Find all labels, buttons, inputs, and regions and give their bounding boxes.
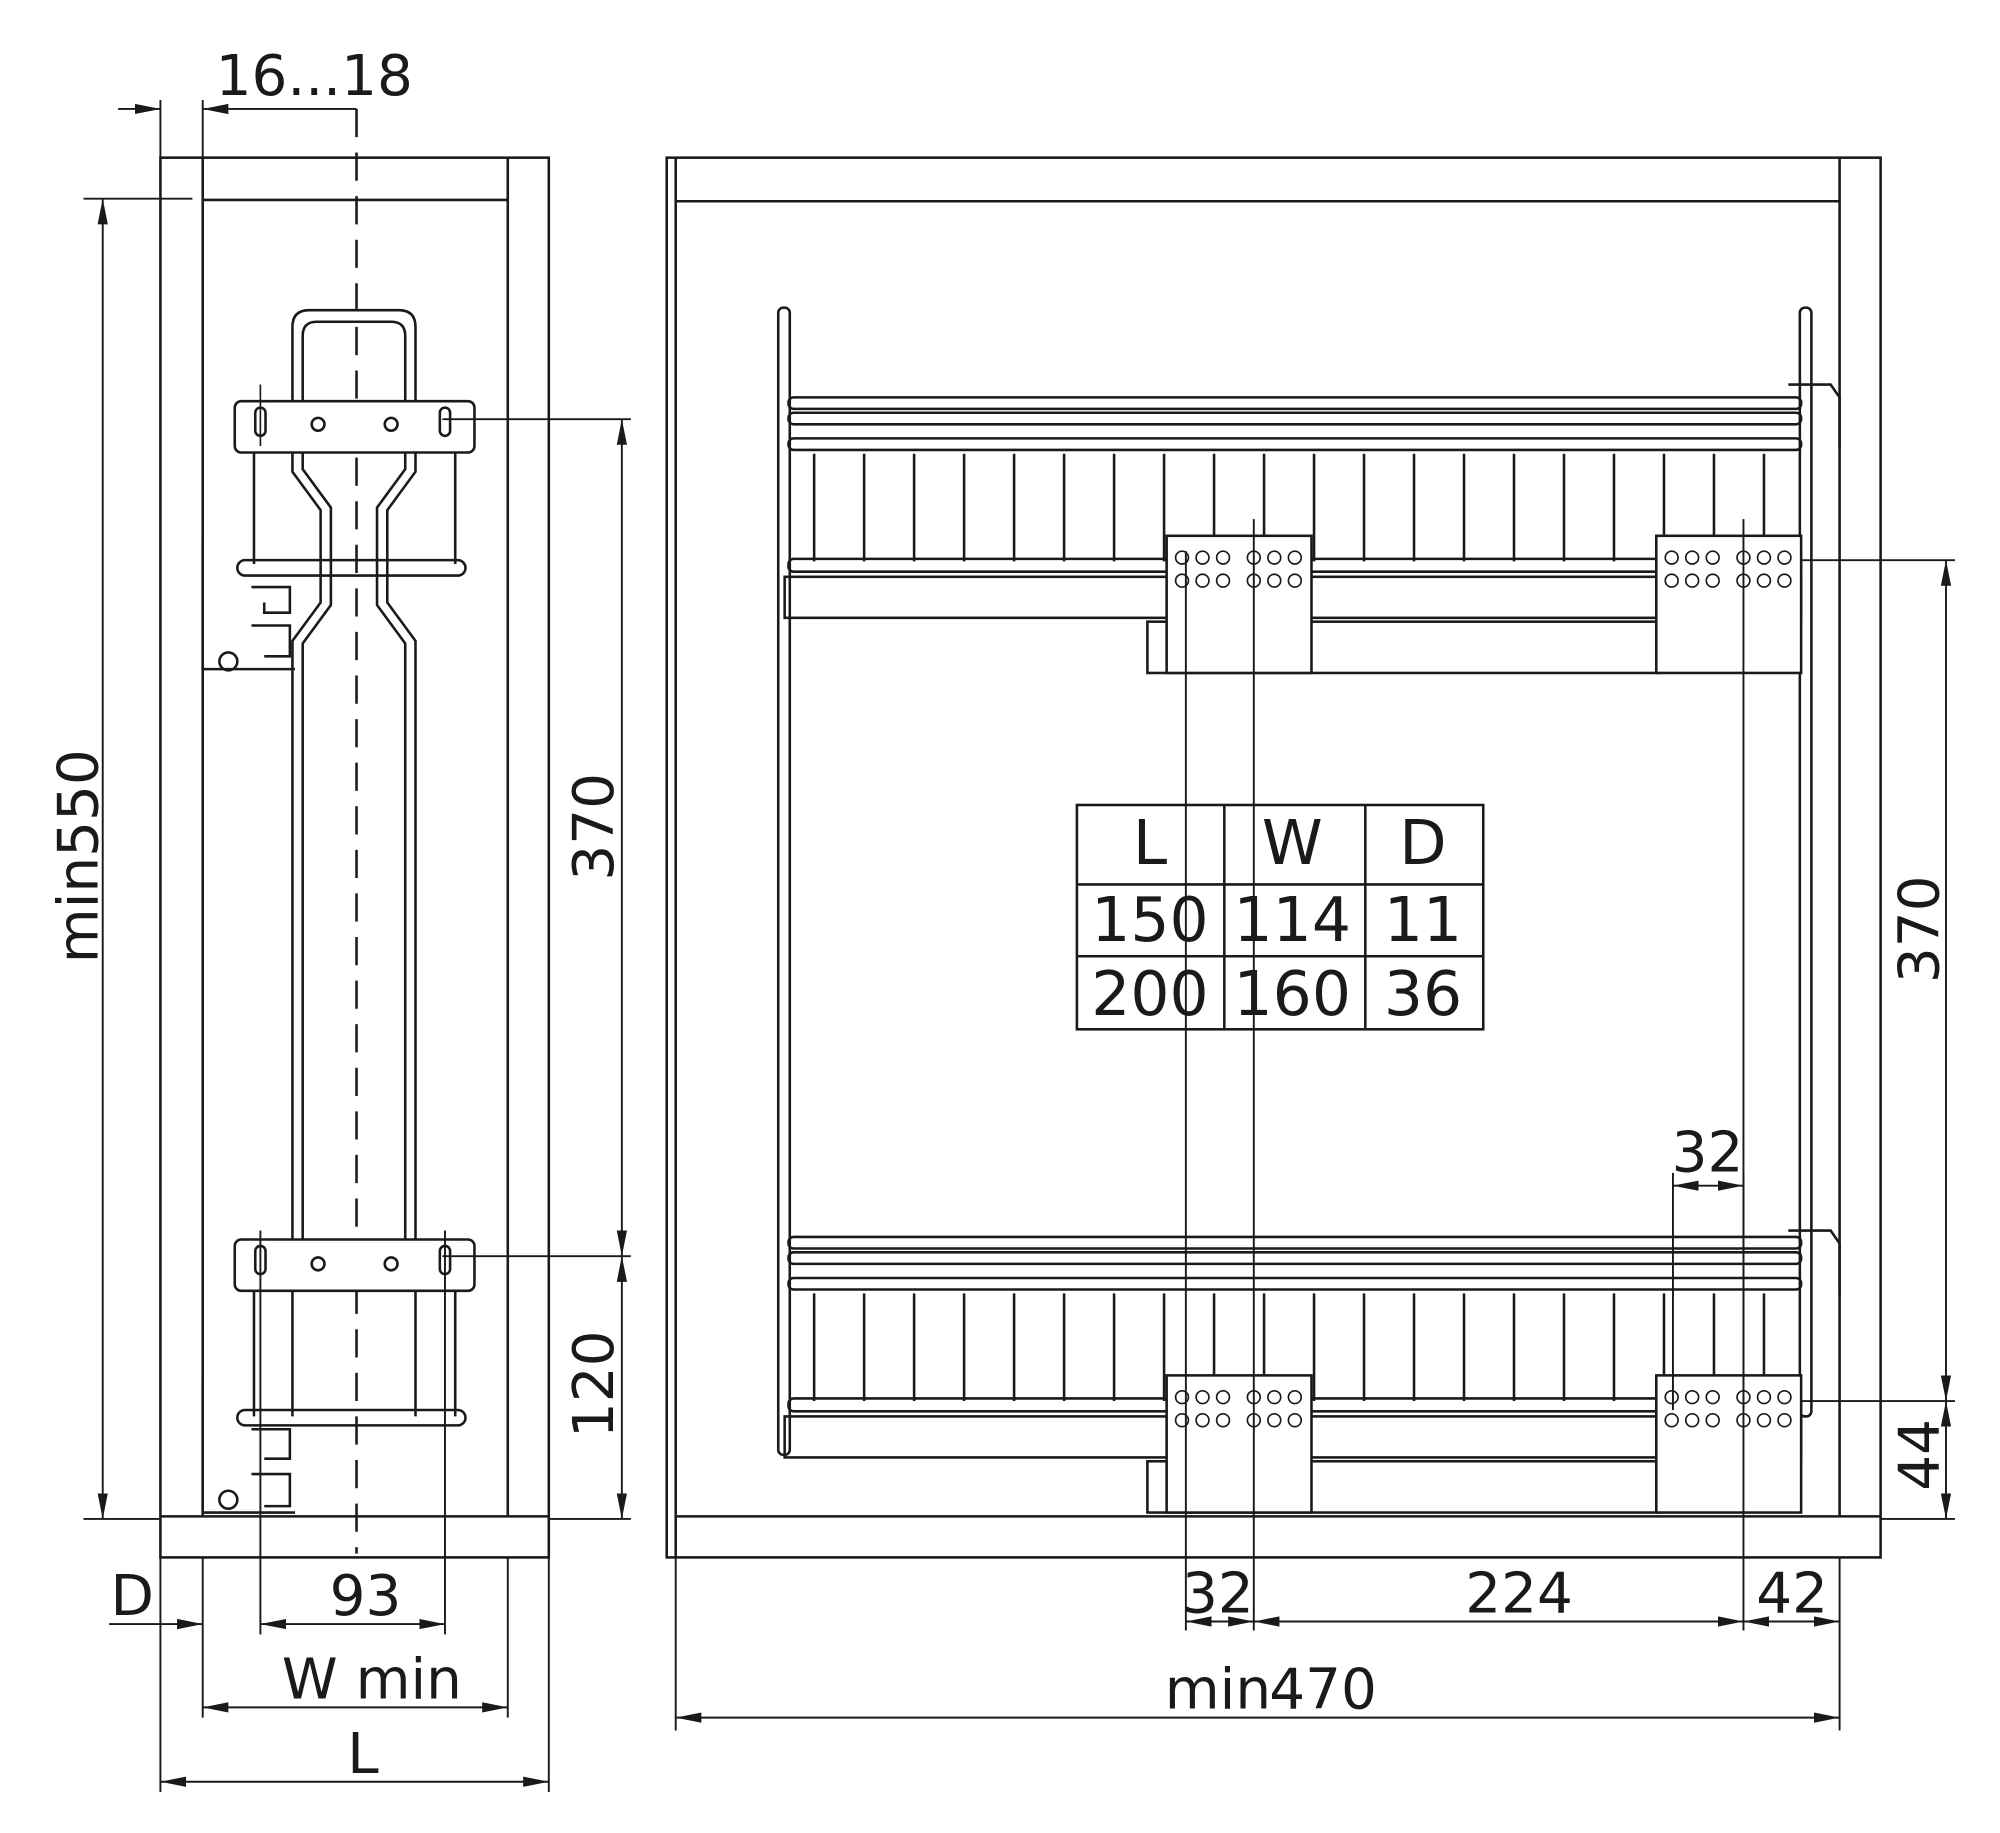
mount-hole — [1195, 1389, 1210, 1405]
mount-hole — [1684, 573, 1700, 588]
mount-hole — [1195, 573, 1210, 588]
dim-height: min550 — [47, 197, 193, 1520]
mount-hole — [1684, 1389, 1700, 1405]
mount-hole — [1287, 573, 1303, 588]
dim-label: 370 — [1887, 875, 1952, 983]
mount-hole — [1215, 1389, 1231, 1405]
mount-hole — [1664, 573, 1679, 588]
mount-hole — [1777, 1413, 1792, 1428]
size-table: L W D 150 114 11 200 160 36 — [1075, 803, 1485, 1031]
basket-rail — [787, 396, 1803, 411]
mount-block — [1165, 534, 1313, 675]
dim-label: D — [110, 1564, 153, 1629]
mount-hole — [1684, 1413, 1700, 1428]
mount-hole — [1287, 1389, 1303, 1405]
mount-hole — [1684, 550, 1700, 565]
mount-hole — [1174, 1389, 1190, 1405]
dim-panel-thickness: 16...18 — [118, 44, 413, 158]
mount-block — [1655, 1374, 1803, 1514]
dim-label: 32 — [1672, 1121, 1744, 1186]
mount-hole — [1756, 1389, 1772, 1405]
mount-hole — [1664, 550, 1679, 565]
basket-upper — [783, 396, 1803, 675]
mount-block — [1655, 534, 1803, 675]
mount-hole — [1664, 1413, 1679, 1428]
basket-rail — [787, 437, 1803, 452]
dim-label: 16...18 — [216, 44, 413, 109]
table-cell: 114 — [1234, 884, 1351, 956]
table-cell: 11 — [1384, 884, 1462, 956]
dim-label: 44 — [1887, 1419, 1952, 1491]
mount-hole — [1287, 550, 1303, 565]
mount-hole — [1705, 550, 1720, 565]
dim-label: 370 — [562, 773, 627, 881]
mount-hole — [1756, 550, 1772, 565]
mount-hole — [1215, 573, 1231, 588]
mount-block — [1165, 1374, 1313, 1514]
mount-hole — [1777, 550, 1792, 565]
dim-hole-pitch-top: 32 — [1672, 1121, 1745, 1410]
mount-hole — [1777, 1389, 1792, 1405]
mount-hole — [1664, 1389, 1679, 1405]
dim-bottom-front: 32 224 42 min 470 — [674, 519, 1841, 1731]
mount-hole — [1174, 573, 1190, 588]
table-cell: 160 — [1234, 958, 1351, 1030]
side-basket — [201, 308, 476, 1514]
dim-mount-spacing-front: 370 44 — [1801, 559, 1955, 1520]
basket-rail — [787, 411, 1803, 426]
mount-hole — [1705, 1389, 1720, 1405]
dim-label: 32 — [1182, 1562, 1254, 1627]
mount-hole — [1174, 1413, 1190, 1428]
table-header: W — [1262, 807, 1323, 879]
mount-hole — [1267, 1389, 1282, 1405]
basket-rail — [787, 1235, 1803, 1250]
dim-label: 120 — [562, 1331, 627, 1439]
mount-bracket-bottom — [233, 1238, 476, 1293]
mount-bracket-top — [233, 399, 476, 454]
dim-mount-spacing-side: 370 120 — [442, 418, 631, 1520]
dim-label: 224 — [1465, 1562, 1573, 1627]
mount-hole — [1195, 550, 1210, 565]
side-view: 16...18 min550 370 120 D 93 W min — [47, 44, 631, 1792]
basket-rail — [787, 1276, 1803, 1291]
mount-hole — [1777, 573, 1792, 588]
basket-posts — [776, 306, 1841, 1457]
mount-hole — [1705, 1413, 1720, 1428]
mount-hole — [1267, 550, 1282, 565]
table-cell: 200 — [1091, 958, 1208, 1030]
front-cabinet — [665, 156, 1882, 1559]
dim-label: min550 — [47, 749, 112, 963]
mount-hole — [1756, 1413, 1772, 1428]
dim-label: 470 — [1269, 1658, 1377, 1723]
basket-rail — [787, 1251, 1803, 1266]
mount-hole — [1756, 573, 1772, 588]
mount-hole — [1215, 550, 1231, 565]
mount-hole — [1287, 1413, 1303, 1428]
table-header: D — [1399, 807, 1446, 879]
mount-hole — [1267, 1413, 1282, 1428]
dim-bottom-side: D 93 W min L — [109, 1230, 550, 1792]
dim-label: W min — [282, 1647, 462, 1712]
table-cell: 150 — [1091, 884, 1208, 956]
mount-hole — [1195, 1413, 1210, 1428]
table-header: L — [1133, 807, 1167, 879]
front-view: L W D 150 114 11 200 160 36 370 44 32 — [665, 156, 1955, 1731]
table-cell: 36 — [1384, 958, 1462, 1030]
basket-lower — [783, 1235, 1803, 1514]
mount-hole — [1267, 573, 1282, 588]
dim-label: min — [1165, 1658, 1271, 1723]
dim-label: 42 — [1756, 1562, 1828, 1627]
mount-hole — [1215, 1413, 1231, 1428]
dim-label: L — [347, 1722, 379, 1787]
dim-label: 93 — [330, 1564, 402, 1629]
mount-hole — [1174, 550, 1190, 565]
mount-hole — [1705, 573, 1720, 588]
side-cabinet — [159, 156, 551, 1559]
